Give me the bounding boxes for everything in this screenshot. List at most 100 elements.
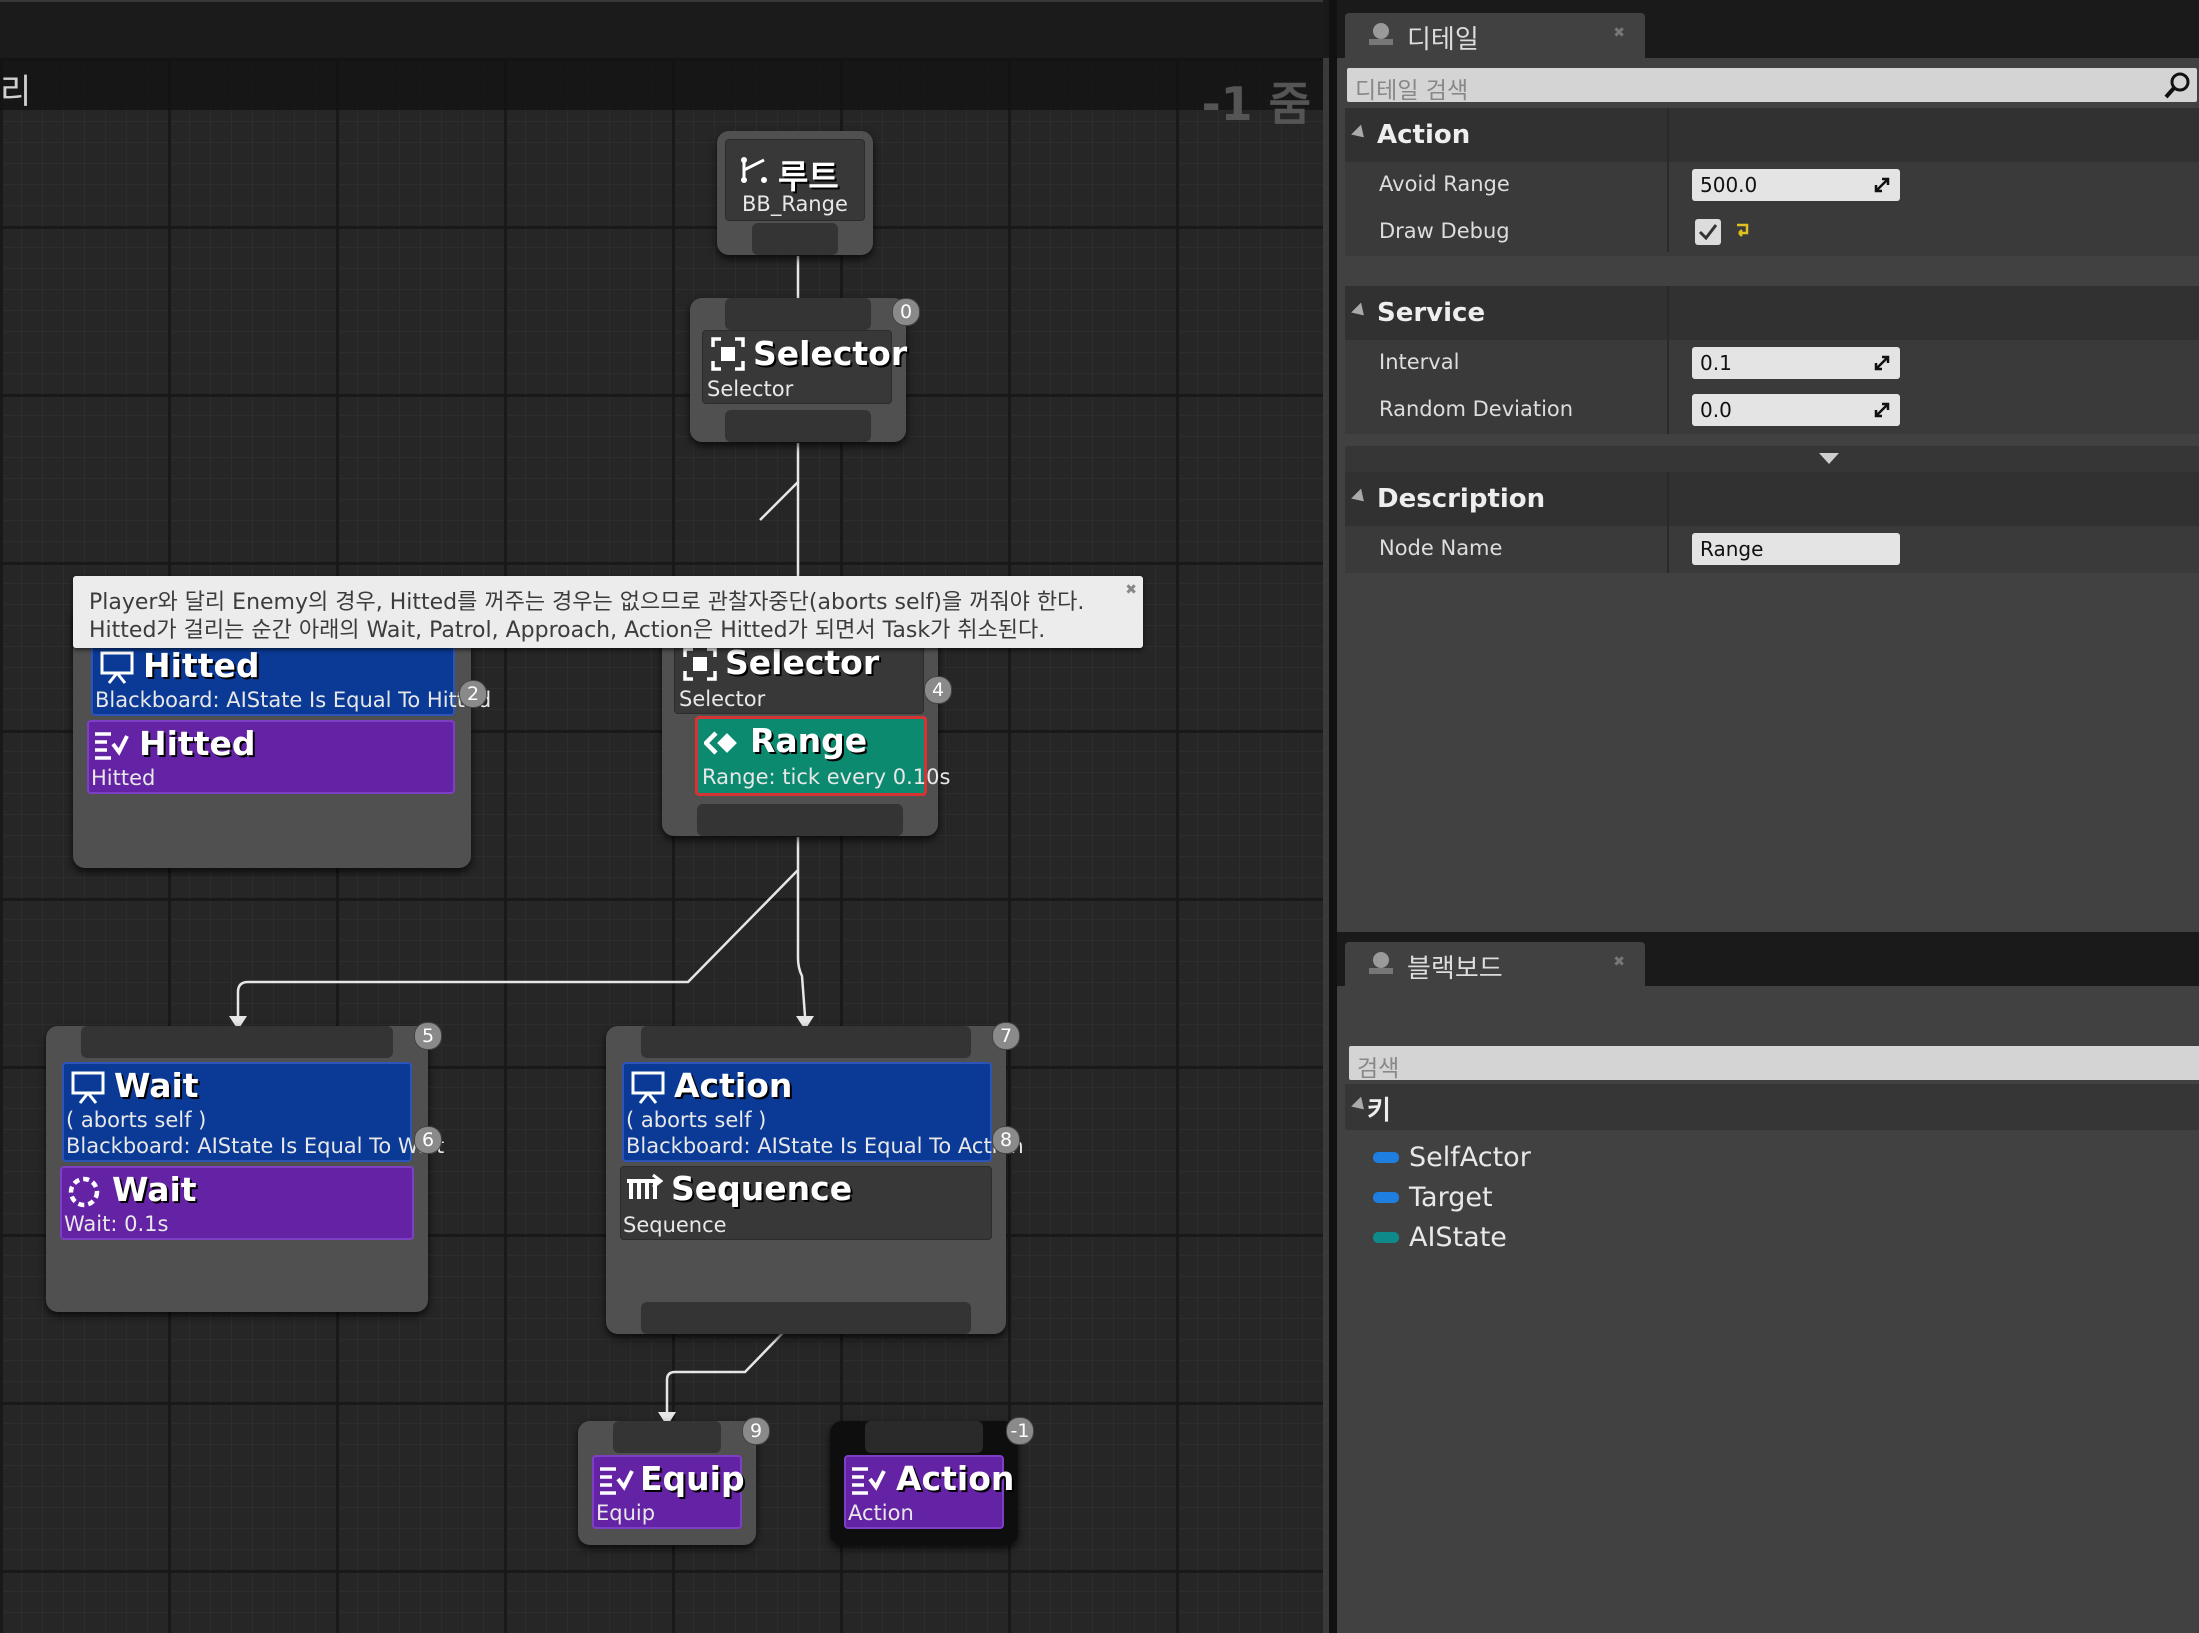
zoom-level: -1 줌 [1201,77,1311,131]
category-description[interactable]: Description [1345,472,2199,526]
sequence-subtitle: Sequence [623,1213,727,1237]
key-name: Target [1409,1182,1493,1213]
category-action-label: Action [1377,120,1471,150]
wait-task-title: Wait [112,1170,197,1209]
details-panel: 디테일 ✖ 디테일 검색 Action Avoid Range 500.0 [1337,0,2199,932]
close-icon[interactable]: ✖ [1613,954,1625,970]
hitted-task-title: Hitted [139,724,256,763]
interval-input[interactable]: 0.1 [1692,347,1900,379]
object-key-icon [1373,1192,1399,1203]
wait-decorator[interactable]: Wait ( aborts self ) Blackboard: AIState… [62,1062,444,1162]
execution-index-badge: 0 [892,298,920,326]
hitted-task[interactable]: Hitted Hitted [87,720,455,794]
selector0-card: Selector Selector [702,330,907,404]
close-icon[interactable]: ✖ [1613,25,1625,41]
interval-value: 0.1 [1700,351,1732,375]
action-decorator[interactable]: Action ( aborts self ) Blackboard: AISta… [622,1062,1024,1162]
category-service[interactable]: Service [1345,286,2199,340]
column-splitter[interactable] [1667,286,1669,434]
hitted-decorator[interactable]: Hitted Blackboard: AIState Is Equal To H… [91,642,491,716]
blackboard-tab[interactable]: 블랙보드 ✖ [1345,942,1645,987]
action-input-pin[interactable] [641,1026,971,1058]
execution-index-badge: 8 [992,1126,1020,1154]
action-output-pin[interactable] [641,1302,971,1334]
action-decorator-desc: Blackboard: AIState Is Equal To Action [626,1134,1024,1158]
decorator-icon [100,651,134,684]
spin-arrows-icon[interactable] [1872,353,1892,373]
details-search-input[interactable]: 디테일 검색 [1347,68,2197,104]
behavior-tree-graph[interactable]: 리 -1 줌 루트 BB_Range [0,58,1323,1633]
action-task-title: Action [896,1459,1015,1498]
blackboard-search-input[interactable]: 검색 [1349,1046,2199,1082]
wait-task[interactable]: Wait Wait: 0.1s [60,1166,414,1240]
graph-header: 리 -1 줌 [0,58,1323,131]
keys-category[interactable]: 키 [1345,1084,2199,1130]
expand-arrow-icon[interactable] [1351,488,1369,507]
property-interval: Interval 0.1 [1345,340,2199,387]
blackboard-tabbar: 블랙보드 ✖ [1337,932,2199,987]
selector0-input-pin[interactable] [725,298,871,330]
equip-node[interactable]: Equip Equip 9 [578,1417,770,1545]
node-name-input[interactable]: Range [1692,533,1900,565]
equip-task[interactable]: Equip Equip [592,1455,745,1529]
hitted-task-subtitle: Hitted [91,766,156,790]
blackboard-body: 검색 키 SelfActor Target AIState [1337,986,2199,1633]
category-action[interactable]: Action [1345,108,2199,162]
decorator-icon [631,1071,665,1104]
details-tab[interactable]: 디테일 ✖ [1345,13,1645,58]
column-splitter[interactable] [1667,472,1669,573]
graph-border [1323,58,1329,1633]
action-branch-node[interactable]: Action ( aborts self ) Blackboard: AISta… [606,1022,1024,1334]
close-icon[interactable]: ✖ [1125,582,1137,598]
column-splitter[interactable] [1667,108,1669,252]
equip-input-pin[interactable] [613,1421,721,1453]
execution-index-badge: -1 [1006,1417,1034,1445]
task-icon [600,1467,634,1495]
root-node[interactable]: 루트 BB_Range [717,131,873,255]
wait-task-desc: Wait: 0.1s [64,1212,169,1236]
wait-icon [68,1176,100,1208]
expand-arrow-icon[interactable] [1351,302,1369,321]
range-service-desc: Range: tick every 0.10s [702,765,951,789]
avoid-range-input[interactable]: 500.0 [1692,169,1900,201]
wait-branch-node[interactable]: Wait ( aborts self ) Blackboard: AIState… [46,1022,444,1312]
blackboard-search-placeholder: 검색 [1357,1056,1400,1082]
draw-debug-checkbox[interactable] [1695,219,1721,245]
chevron-down-icon[interactable] [1818,452,1840,466]
range-service[interactable]: Range Range: tick every 0.10s [695,716,950,796]
category-description-label: Description [1377,484,1546,514]
selector-icon [711,337,745,371]
selector-node-0[interactable]: Selector Selector 0 [690,298,920,442]
details-tabbar: 디테일 ✖ [1337,0,2199,58]
action-decorator-abort: ( aborts self ) [626,1108,767,1132]
sequence-icon [627,1173,663,1199]
search-icon[interactable] [2163,70,2193,100]
expand-arrow-icon[interactable] [1351,124,1369,143]
disconnected-action-node[interactable]: Action Action -1 [830,1417,1034,1545]
random-deviation-label: Random Deviation [1379,397,1574,421]
advanced-expander[interactable] [1345,446,2199,472]
selector3-output-pin[interactable] [697,804,903,836]
wait-input-pin[interactable] [81,1026,393,1058]
sequence-composite[interactable]: Sequence Sequence [620,1166,992,1240]
comment-bubble[interactable]: Player와 달리 Enemy의 경우, Hitted를 꺼주는 경우는 없으… [73,576,1143,648]
execution-index-badge: 9 [742,1417,770,1445]
wait-decorator-abort: ( aborts self ) [66,1108,207,1132]
selector0-output-pin[interactable] [725,410,871,442]
random-deviation-input[interactable]: 0.0 [1692,394,1900,426]
object-key-icon [1373,1152,1399,1163]
action-task-input-pin[interactable] [865,1421,983,1453]
avoid-range-value: 500.0 [1700,173,1758,197]
panel-divider[interactable] [1329,0,1337,1633]
spin-arrows-icon[interactable] [1872,400,1892,420]
hitted-decorator-desc: Blackboard: AIState Is Equal To Hitted [95,688,492,712]
spin-arrows-icon[interactable] [1872,175,1892,195]
root-output-pin[interactable] [752,223,838,255]
blackboard-tab-label: 블랙보드 [1407,954,1503,984]
selector-icon [683,647,717,681]
key-name: SelfActor [1409,1142,1531,1173]
node-name-label: Node Name [1379,536,1503,560]
selector0-subtitle: Selector [707,377,794,401]
reset-to-default-icon[interactable] [1733,221,1751,239]
action-task[interactable]: Action Action [844,1455,1014,1529]
